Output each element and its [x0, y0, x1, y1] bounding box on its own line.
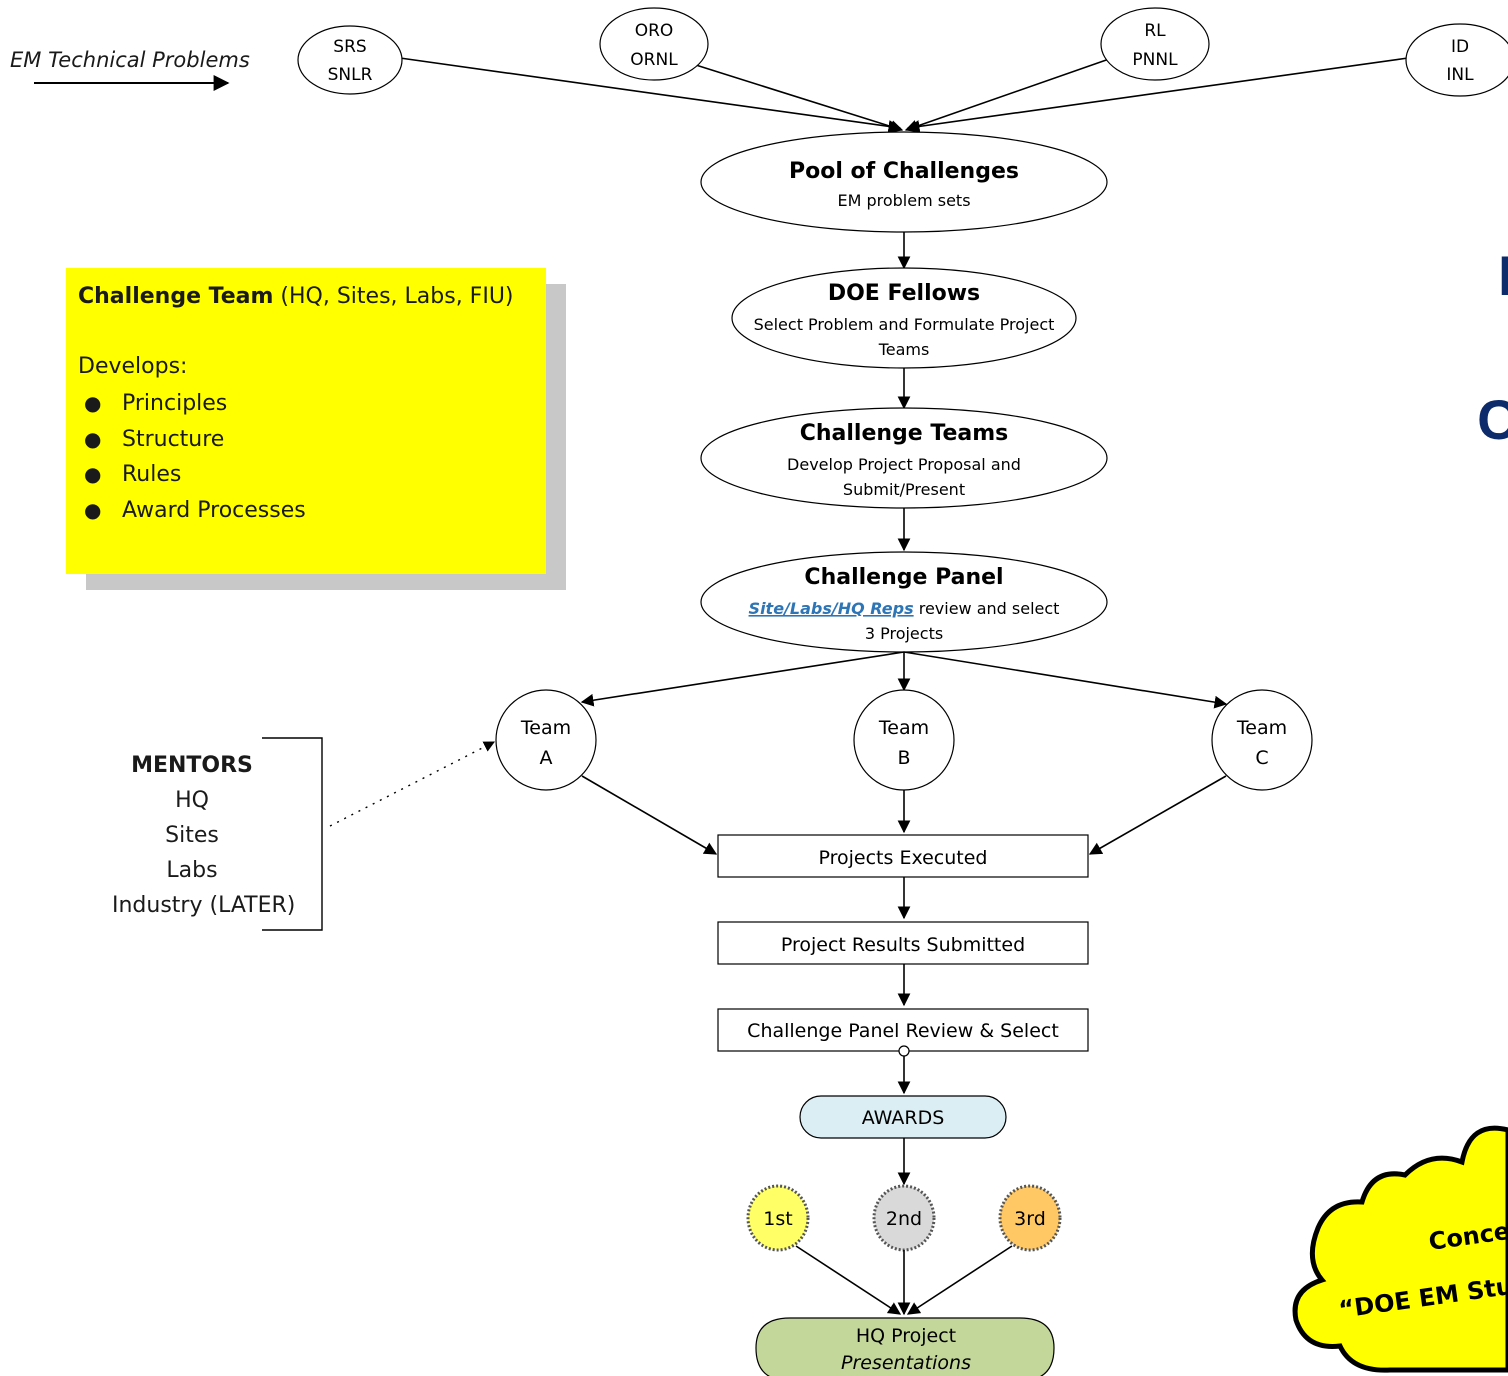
pool-node: Pool of Challenges EM problem sets [700, 131, 1108, 233]
arrow-id-pool [906, 57, 1409, 133]
list-item: ● Award Processes [78, 495, 306, 531]
list-item-label: Rules [122, 462, 182, 487]
arrow-panel-team-a [580, 651, 905, 707]
place-badge-second: 2nd [872, 1184, 936, 1252]
pool-title: Pool of Challenges [789, 159, 1019, 184]
reps-link[interactable]: Site/Labs/HQ Reps [749, 599, 914, 618]
list-item-label: Structure [122, 426, 225, 452]
mentor-item: Industry (LATER) [112, 893, 296, 918]
challenge-team-header: Challenge Team (HQ, Sites, Labs, FIU) [78, 284, 514, 309]
list-item-label: Award Processes [122, 497, 306, 523]
challenge-panel-node: Challenge Panel Site/Labs/HQ Reps review… [700, 551, 1108, 653]
site-sublabel: ORNL [630, 50, 678, 70]
site-node: RL PNNL [1100, 7, 1210, 81]
presentation-subtitle: Presentations [841, 1352, 971, 1374]
list-item: ● Principles [78, 388, 306, 424]
mentor-item: Sites [165, 823, 219, 848]
fellows-title: DOE Fellows [828, 281, 980, 306]
fellows-desc-1: Select Problem and Formulate Project [754, 315, 1055, 334]
challenge-team-box: Challenge Team (HQ, Sites, Labs, FIU) De… [66, 268, 546, 574]
step-executed-label: Projects Executed [819, 847, 988, 869]
team-node: Team C [1211, 689, 1313, 791]
place-badge-third: 3rd [998, 1184, 1062, 1252]
site-label: ORO [635, 21, 674, 41]
arrow-team-c-executed [1088, 775, 1227, 855]
mentor-item: HQ [175, 788, 209, 813]
team-letter: A [540, 747, 553, 769]
fellows-desc-2: Teams [878, 340, 930, 359]
side-title-line-1: DO [1400, 240, 1508, 312]
list-item: ● Rules [78, 459, 306, 495]
fellows-node: DOE Fellows Select Problem and Formulate… [731, 267, 1077, 369]
site-label: SRS [333, 37, 366, 57]
side-title-line-3: Cha [1477, 388, 1508, 451]
arrow-srs-pool [399, 57, 902, 133]
challenge-teams-title: Challenge Teams [800, 421, 1009, 446]
challenge-teams-desc-2: Submit/Present [843, 480, 965, 499]
arrow-team-a-executed [581, 775, 718, 855]
develops-list: ● Principles ● Structure ● Rules ● Award Pro… [78, 388, 306, 530]
list-item: ● Structure [78, 424, 306, 460]
place-label: 2nd [886, 1208, 922, 1230]
concept-cloud: Conce “DOE EM Stu [1292, 1125, 1508, 1373]
mentor-item: Labs [166, 858, 218, 883]
arrow-panel-team-c [903, 651, 1228, 709]
list-item-label: Principles [122, 391, 228, 416]
site-node: ID INL [1405, 23, 1508, 97]
arrow-third-presentation [906, 1245, 1013, 1315]
site-label: RL [1144, 21, 1166, 41]
mentors-dotted-arrow [329, 741, 495, 827]
challenge-panel-desc-1: Site/Labs/HQ Reps review and select [749, 599, 1060, 618]
challenge-teams-desc-1: Develop Project Proposal and [787, 455, 1021, 474]
challenge-teams-node: Challenge Teams Develop Project Proposal… [700, 407, 1108, 509]
team-letter: B [897, 747, 910, 769]
arrow-rl-pool [904, 57, 1113, 133]
place-badge-first: 1st [746, 1184, 810, 1252]
team-node: Team A [495, 689, 597, 791]
bullet-icon: ● [84, 426, 102, 451]
step-review-label: Challenge Panel Review & Select [747, 1020, 1059, 1042]
review-connector-dot [898, 1045, 910, 1057]
mentors-bracket [262, 737, 323, 931]
place-label: 3rd [1014, 1208, 1046, 1230]
site-sublabel: PNNL [1132, 50, 1178, 70]
challenge-team-members: (HQ, Sites, Labs, FIU) [273, 284, 514, 309]
step-submitted: Project Results Submitted [717, 921, 1089, 965]
mentors-list: MENTORS HQ Sites Labs Industry (LATER) [112, 748, 296, 923]
team-label: Team [878, 717, 929, 739]
step-review: Challenge Panel Review & Select [717, 1008, 1089, 1052]
challenge-panel-desc-rest: review and select [914, 599, 1060, 618]
presentation-title: HQ Project [856, 1325, 956, 1347]
develops-label: Develops: [78, 354, 188, 379]
challenge-panel-desc-2: 3 Projects [865, 624, 943, 643]
site-sublabel: INL [1446, 65, 1474, 85]
place-label: 1st [763, 1208, 792, 1230]
arrow-first-presentation [795, 1245, 902, 1315]
site-sublabel: SNLR [328, 65, 373, 85]
bullet-icon: ● [84, 391, 102, 415]
site-node: ORO ORNL [599, 7, 709, 81]
bullet-icon: ● [84, 497, 102, 522]
team-node: Team B [853, 689, 955, 791]
awards-node: AWARDS [799, 1095, 1007, 1139]
bullet-icon: ● [84, 462, 102, 486]
site-node: SRS SNLR [297, 25, 403, 95]
presentation-node: HQ Project Presentations [755, 1317, 1055, 1376]
team-letter: C [1255, 747, 1268, 769]
step-submitted-label: Project Results Submitted [781, 934, 1025, 956]
awards-label: AWARDS [862, 1107, 945, 1129]
team-label: Team [1236, 717, 1287, 739]
side-title-line-2: St [1410, 312, 1508, 384]
step-executed: Projects Executed [717, 834, 1089, 878]
challenge-panel-title: Challenge Panel [804, 565, 1003, 590]
site-label: ID [1451, 37, 1469, 57]
pool-subtitle: EM problem sets [837, 191, 970, 210]
input-label: EM Technical Problems [10, 48, 250, 72]
challenge-team-title: Challenge Team [78, 284, 274, 309]
team-label: Team [520, 717, 571, 739]
arrow-oro-pool [679, 59, 904, 133]
side-title: DO St Cha [1380, 240, 1508, 456]
mentors-title: MENTORS [131, 753, 253, 778]
